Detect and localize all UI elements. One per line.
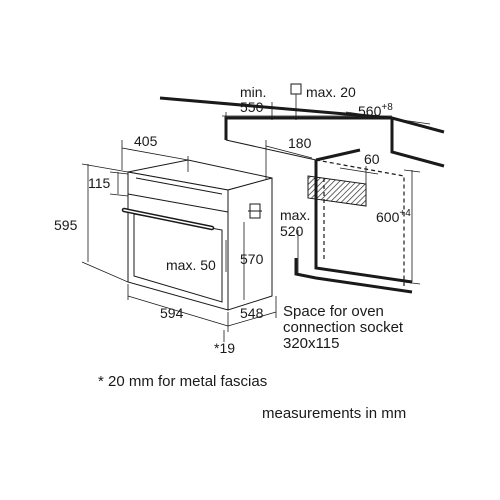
label-max-20: max. 20: [306, 84, 356, 100]
label-594: 594: [160, 305, 184, 321]
dim-line-60: [339, 167, 379, 175]
label-560: 560+8: [358, 102, 393, 119]
label-115: 115: [88, 175, 111, 191]
socket-note-line2: connection socket: [283, 319, 404, 336]
socket-note-line1: Space for oven: [283, 303, 384, 320]
dim-line-594: [127, 295, 229, 327]
label-548: 548: [240, 305, 264, 321]
cabinet-top-board: [159, 96, 445, 134]
oven-panel-line: [127, 193, 229, 213]
niche-back-dashed: [315, 159, 405, 286]
label-60: 60: [364, 151, 380, 167]
units-note: measurements in mm: [262, 405, 406, 422]
fascia-footnote: * 20 mm for metal fascias: [98, 373, 267, 390]
label-min: min.: [240, 84, 266, 100]
square-icon: [290, 83, 302, 95]
dim-line-548: [227, 311, 277, 327]
label-600: 600+4: [376, 208, 411, 225]
socket-note-line3: 320x115: [283, 335, 339, 352]
cabinet-right-panel: [390, 118, 445, 168]
label-max: max.: [280, 207, 310, 223]
dim-line-560: [345, 111, 431, 125]
connection-socket-area: [307, 175, 367, 207]
cabinet-bottom-shelf: [294, 258, 413, 294]
dimension-lines: [81, 83, 431, 342]
label-405: 405: [134, 133, 158, 149]
label-19: *19: [214, 340, 235, 356]
cabinet-inner-top: [315, 148, 361, 162]
oven-side-face: [227, 177, 273, 311]
oven-panel-inner: [135, 177, 223, 195]
label-180: 180: [288, 135, 312, 151]
cabinet-back-edge: [225, 139, 317, 161]
oven: [121, 159, 273, 311]
label-max-50: max. 50: [166, 257, 216, 273]
label-570: 570: [240, 251, 264, 267]
label-520: 520: [280, 223, 304, 239]
oven-front: [127, 171, 229, 311]
label-min-550: 550: [240, 99, 264, 115]
dim-line-180: [265, 145, 313, 159]
label-595: 595: [54, 217, 78, 233]
